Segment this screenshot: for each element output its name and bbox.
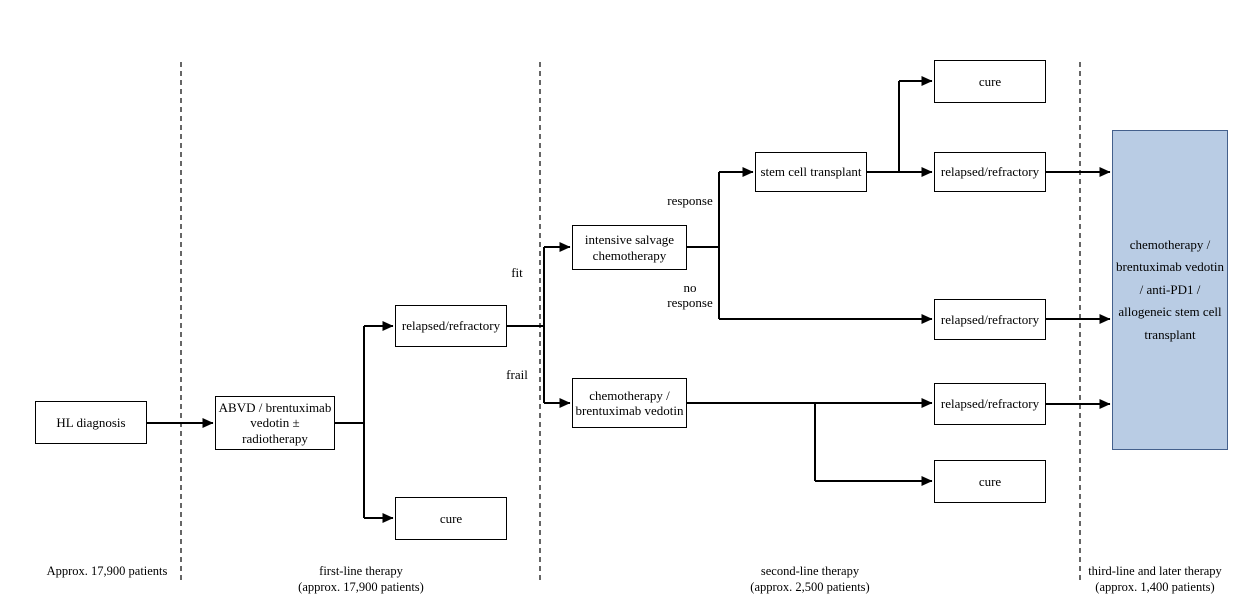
node-stem-cell-transplant: stem cell transplant xyxy=(755,152,867,192)
node-relapsed-refractory-post-chemo-bv: relapsed/refractory xyxy=(934,383,1046,425)
node-hl-diagnosis: HL diagnosis xyxy=(35,401,147,444)
phase-label-third-line: third-line and later therapy (approx. 1,… xyxy=(1056,564,1254,595)
phase-second-line-line1: second-line therapy xyxy=(760,564,860,578)
phase-first-line-line2: (approx. 17,900 patients) xyxy=(298,579,424,594)
phase-label-diagnosis: Approx. 17,900 patients xyxy=(20,564,194,580)
phase-third-line-line2: (approx. 1,400 patients) xyxy=(1095,579,1215,594)
phase-second-line-line2: (approx. 2,500 patients) xyxy=(750,579,870,594)
node-cure-first-line: cure xyxy=(395,497,507,540)
node-cure-post-transplant: cure xyxy=(934,60,1046,103)
node-relapsed-refractory-no-response: relapsed/refractory xyxy=(934,299,1046,340)
edge-label-fit: fit xyxy=(511,265,523,280)
edge-arrows xyxy=(147,76,1111,523)
phase-label-first-line: first-line therapy (approx. 17,900 patie… xyxy=(261,564,461,595)
node-chemotherapy-brentuximab-vedotin: chemotherapy / brentuximab vedotin xyxy=(572,378,687,428)
node-relapsed-refractory-first-line: relapsed/refractory xyxy=(395,305,507,347)
node-third-line-therapy: chemotherapy / brentuximab vedotin / ant… xyxy=(1112,130,1228,450)
edge-label-response: response xyxy=(667,193,713,208)
phase-first-line-line1: first-line therapy xyxy=(319,564,403,578)
edge-trunks xyxy=(335,81,900,518)
node-first-line-treatment: ABVD / brentuximab vedotin ± radiotherap… xyxy=(215,396,335,450)
edge-label-frail: frail xyxy=(506,367,528,382)
phase-label-second-line: second-line therapy (approx. 2,500 patie… xyxy=(710,564,910,595)
node-cure-post-chemo-bv: cure xyxy=(934,460,1046,503)
node-intensive-salvage-chemotherapy: intensive salvage chemotherapy xyxy=(572,225,687,270)
phase-third-line-line1: third-line and later therapy xyxy=(1088,564,1222,578)
edge-label-no-response: no response xyxy=(667,280,713,310)
node-relapsed-refractory-post-transplant: relapsed/refractory xyxy=(934,152,1046,192)
phase-diagnosis-line1: Approx. 17,900 patients xyxy=(46,564,168,578)
